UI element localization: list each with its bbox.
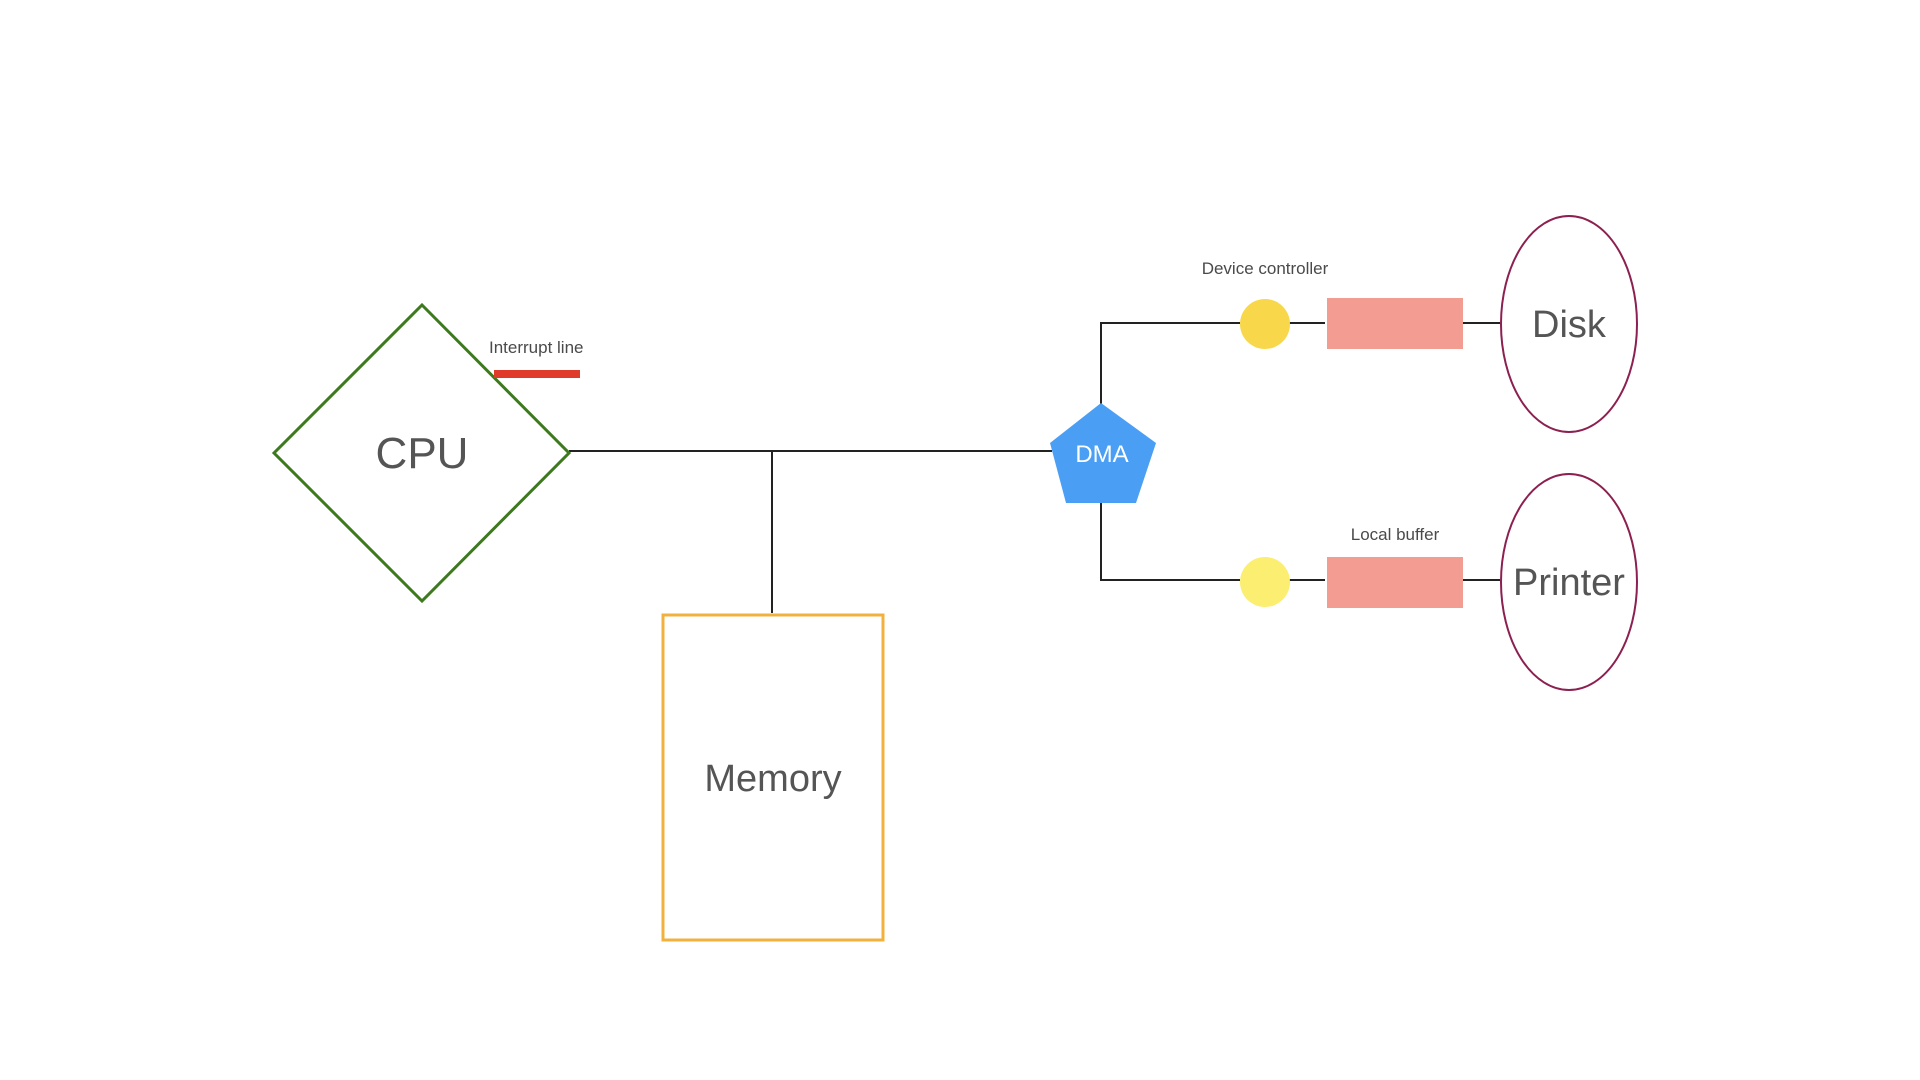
cpu-shape [271,302,572,604]
printer-node[interactable]: Printer [1500,473,1638,691]
printer-controller[interactable] [1240,557,1290,607]
disk-controller[interactable] [1240,299,1290,349]
cpu-label: CPU [376,429,469,478]
disk-local-buffer[interactable] [1327,298,1463,349]
memory-shape [661,613,885,942]
disk-label: Disk [1532,304,1607,346]
device-controller-label: Device controller [1202,259,1329,278]
cpu-node[interactable]: CPU [271,302,572,604]
dma-node[interactable]: DMA [1050,403,1156,503]
printer-shape [1500,473,1638,691]
dma-shape [1050,403,1156,503]
memory-label: Memory [704,758,841,800]
local-buffer-label: Local buffer [1351,525,1440,544]
dma-to-printer-controller [1100,498,1240,581]
interrupt-line-bar [494,370,580,378]
memory-node[interactable]: Memory [661,613,885,942]
interrupt-line-label: Interrupt line [489,338,584,357]
dma-label: DMA [1075,441,1128,468]
interrupt-line-annotation: Interrupt line [489,338,584,378]
printer-label: Printer [1513,562,1625,604]
connectors [569,322,1500,613]
printer-local-buffer[interactable] [1327,557,1463,608]
dma-to-disk-controller [1100,322,1240,405]
disk-node[interactable]: Disk [1500,215,1638,433]
disk-shape [1500,215,1638,433]
